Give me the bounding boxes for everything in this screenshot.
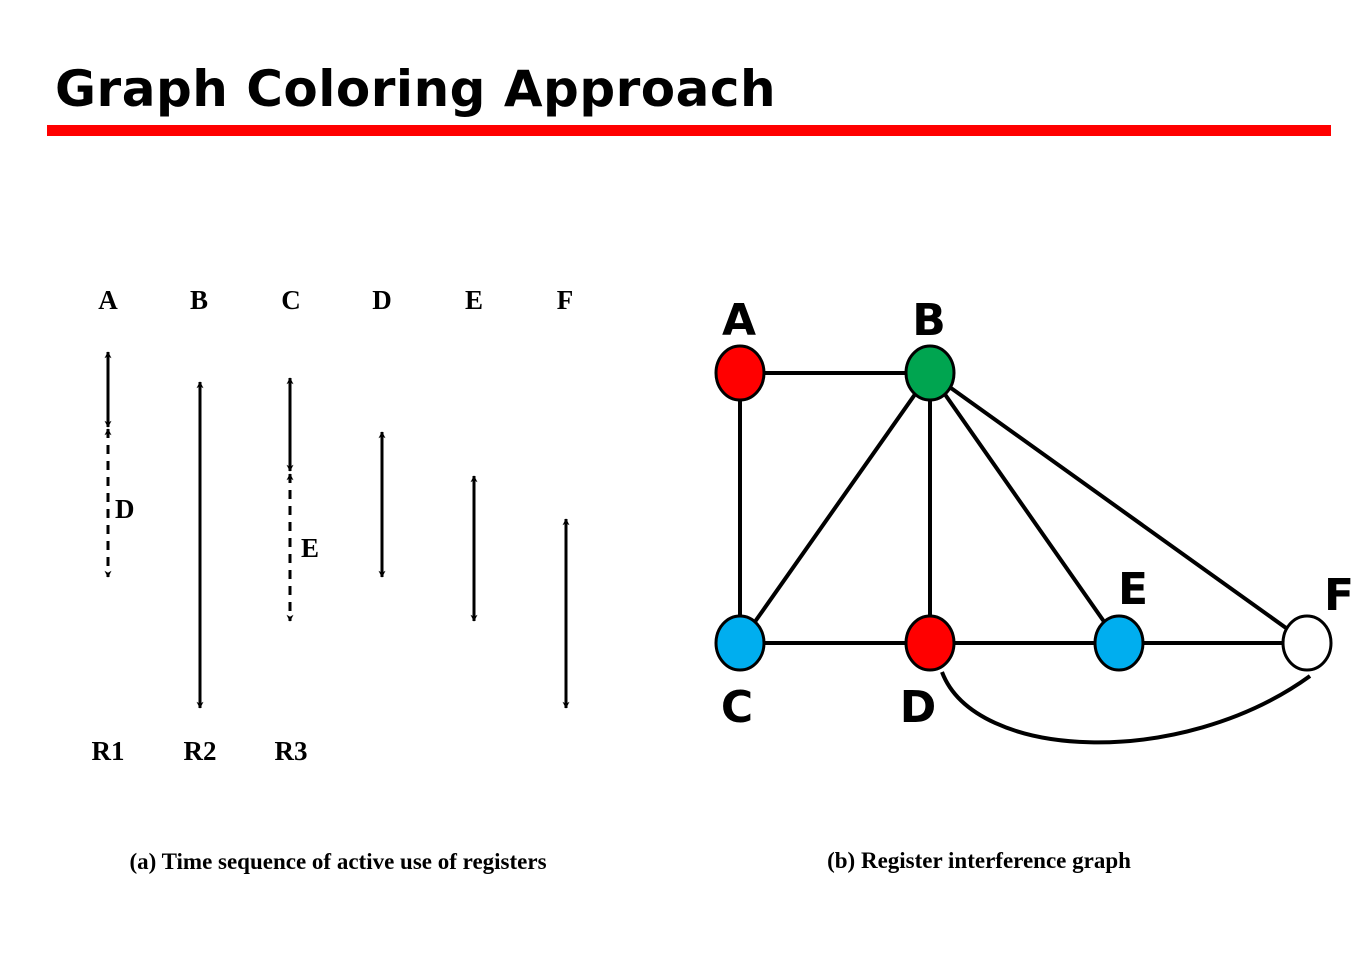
- graph-node-a: [714, 344, 766, 402]
- graph-node-label-c: C: [721, 682, 753, 733]
- register-label-r3: R3: [275, 736, 308, 766]
- caption-b: (b) Register interference graph: [827, 848, 1131, 873]
- column-header-a: A: [98, 285, 118, 315]
- column-header-c: C: [281, 285, 301, 315]
- register-label-r1: R1: [92, 736, 125, 766]
- graph-edges: [738, 371, 1312, 745]
- graph-node-label-b: B: [912, 295, 946, 346]
- column-header-d: D: [372, 285, 392, 315]
- caption-a: (a) Time sequence of active use of regis…: [129, 849, 546, 874]
- graph-edge-b-c: [738, 371, 932, 645]
- column-header-f: F: [557, 285, 574, 315]
- graph-node-label-f: F: [1324, 570, 1354, 621]
- graph-node-label-e: E: [1118, 564, 1148, 615]
- column-header-e: E: [465, 285, 483, 315]
- title-underline: [47, 125, 1331, 136]
- graph-node-b: [904, 344, 956, 402]
- graph-node-labels: A B C D E F: [721, 295, 1354, 733]
- graph-edge-b-e: [928, 371, 1121, 645]
- register-label-r2: R2: [184, 736, 217, 766]
- graph-node-f: [1281, 614, 1333, 672]
- graph-edge-d-f: [940, 671, 1312, 745]
- graph-node-e: [1093, 614, 1145, 672]
- graph-node-label-d: D: [900, 682, 937, 733]
- timeline-panel: A B C D E F D E R1 R2 R3 (a) Time sequen…: [92, 285, 574, 874]
- graph-node-label-a: A: [722, 295, 756, 346]
- graph-nodes: [714, 344, 1333, 672]
- inline-label-e: E: [301, 533, 319, 563]
- graph-node-d: [904, 614, 956, 672]
- column-header-b: B: [190, 285, 208, 315]
- interference-graph: A B C D E F (b) Register interference graph: [714, 295, 1354, 873]
- inline-label-d: D: [115, 494, 135, 524]
- page-title: Graph Coloring Approach: [55, 60, 777, 118]
- graph-edge-b-f: [928, 371, 1309, 645]
- graph-node-c: [714, 614, 766, 672]
